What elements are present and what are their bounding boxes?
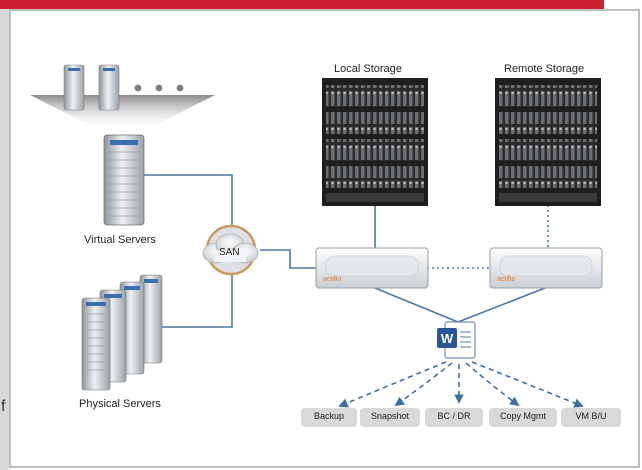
- appliance-icon: [489, 247, 603, 289]
- virtualization-beam: [30, 95, 215, 128]
- san-cloud-icon: [202, 224, 259, 276]
- output-arrows: [338, 361, 584, 408]
- server-tower-icon: [63, 64, 85, 111]
- stray-text: f: [1, 398, 6, 415]
- ellipsis-dots: [134, 84, 184, 92]
- top-accent-bar: [0, 0, 604, 9]
- server-tower-icon: [98, 64, 120, 111]
- appliance-icon: [315, 247, 429, 289]
- storage-rack-icon: [322, 78, 428, 206]
- output-backup: Backup: [313, 411, 345, 421]
- local-storage-label: Local Storage: [334, 63, 402, 75]
- output-pills: [301, 408, 621, 427]
- svg-text:W: W: [441, 331, 454, 346]
- output-copy-mgmt: Copy Mgmt: [499, 411, 546, 421]
- server-tower-icon: [81, 297, 111, 391]
- storage-rack-icon: [495, 78, 601, 206]
- remote-storage-label: Remote Storage: [504, 63, 585, 75]
- output-bc-dr: BC / DR: [437, 411, 471, 421]
- san-label: SAN: [219, 247, 240, 258]
- connection-lines: [142, 174, 546, 328]
- output-vm-bu: VM B/U: [575, 411, 607, 421]
- virtual-servers-label: Virtual Servers: [84, 234, 156, 246]
- word-document-icon: W: [437, 321, 476, 359]
- physical-servers-label: Physical Servers: [79, 398, 161, 410]
- appliance-brand-label: actifio: [497, 276, 516, 283]
- appliance-brand-label: actifio: [323, 276, 342, 283]
- output-snapshot: Snapshot: [370, 411, 410, 421]
- server-tower-icon: [103, 134, 145, 226]
- left-margin-strip: [0, 0, 9, 470]
